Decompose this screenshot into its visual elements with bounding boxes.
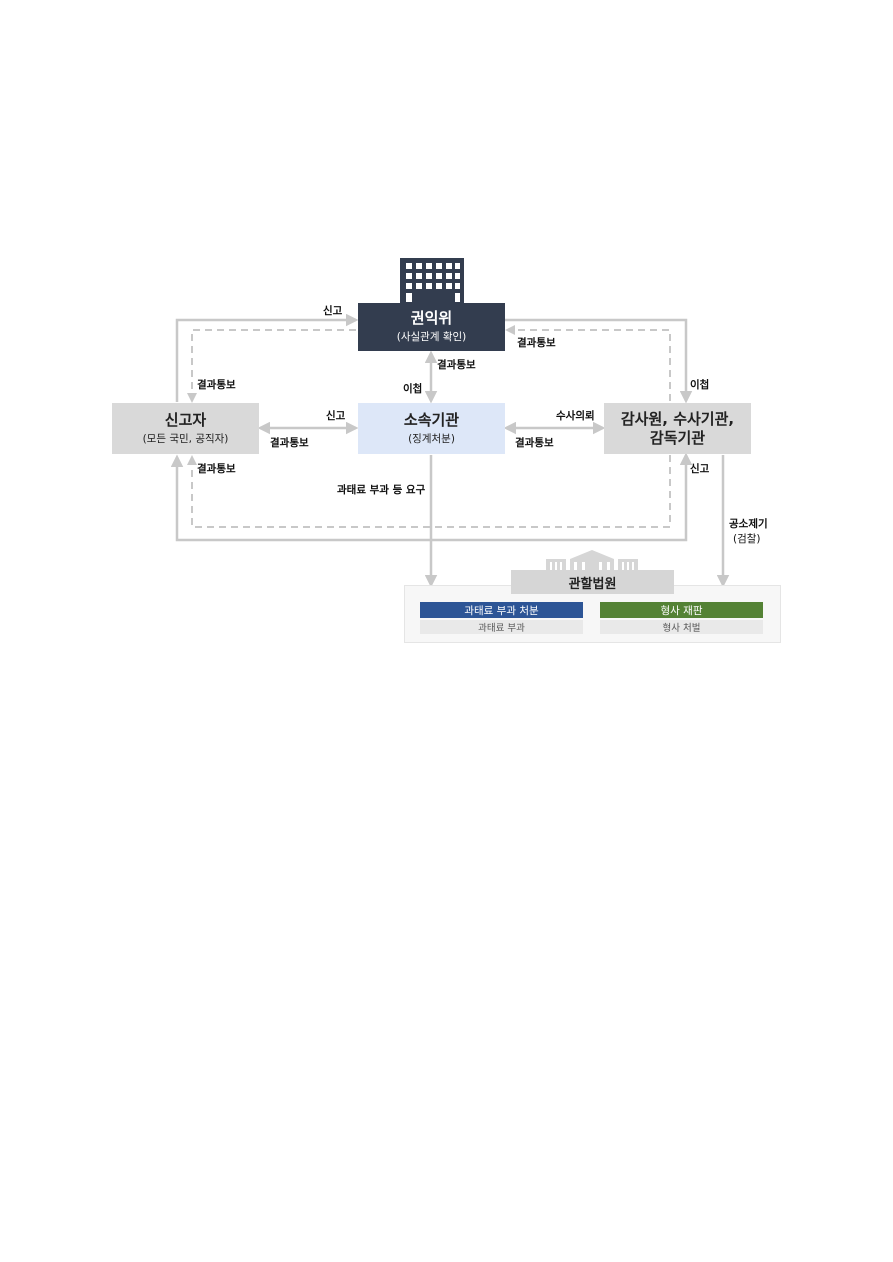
label-transfer-center: 이첩 — [403, 383, 423, 395]
result-notice-dashed-bottom — [187, 455, 671, 528]
label-investigation-request: 수사의뢰 — [556, 410, 595, 422]
criminal-trial-bar: 형사 재판 — [600, 602, 763, 618]
criminal-punishment-label: 형사 처벌 — [600, 620, 763, 634]
acrc-node: 권익위 (사실관계 확인) — [358, 303, 505, 351]
label-transfer-right: 이첩 — [690, 379, 710, 391]
label-result-notice-left-upper: 결과통보 — [197, 379, 236, 391]
label-report-right-lower: 신고 — [690, 463, 710, 475]
audit-node: 감사원, 수사기관, 감독기관 — [604, 403, 751, 454]
acrc-title: 권익위 — [410, 309, 453, 327]
label-result-notice-center-top: 결과통보 — [437, 359, 476, 371]
transfer-arrow-right — [505, 318, 693, 404]
label-report-middle: 신고 — [326, 410, 346, 422]
agency-subtitle: (징계처분) — [408, 432, 455, 445]
audit-title-line2: 감독기관 — [649, 428, 706, 447]
label-result-notice-left-lower: 결과통보 — [197, 463, 236, 475]
label-result-notice-middle-left: 결과통보 — [270, 437, 309, 449]
label-report-top: 신고 — [323, 305, 343, 317]
result-notice-dashed-left-top — [187, 329, 356, 403]
label-prosecution-line2: (검찰) — [733, 533, 761, 545]
reporter-subtitle: (모든 국민, 공직자) — [142, 432, 229, 445]
reporter-node: 신고자 (모든 국민, 공직자) — [112, 403, 259, 454]
audit-title-line1: 감사원, 수사기관, — [620, 409, 735, 428]
label-result-notice-middle-right: 결과통보 — [515, 437, 554, 449]
agency-title: 소속기관 — [403, 410, 460, 429]
fine-disposition-bar: 과태료 부과 처분 — [420, 602, 583, 618]
reporter-title: 신고자 — [164, 410, 207, 429]
acrc-subtitle: (사실관계 확인) — [396, 331, 467, 343]
court-title: 관할법원 — [511, 570, 674, 594]
building-icon — [400, 258, 464, 306]
label-fine-request: 과태료 부과 등 요구 — [337, 484, 426, 496]
fine-imposition-label: 과태료 부과 — [420, 620, 583, 634]
label-prosecution-line1: 공소제기 — [729, 518, 768, 530]
agency-node: 소속기관 (징계처분) — [358, 403, 505, 454]
report-arrow-top — [175, 313, 359, 402]
label-result-notice-top-right: 결과통보 — [517, 337, 556, 349]
courthouse-icon — [546, 550, 638, 572]
